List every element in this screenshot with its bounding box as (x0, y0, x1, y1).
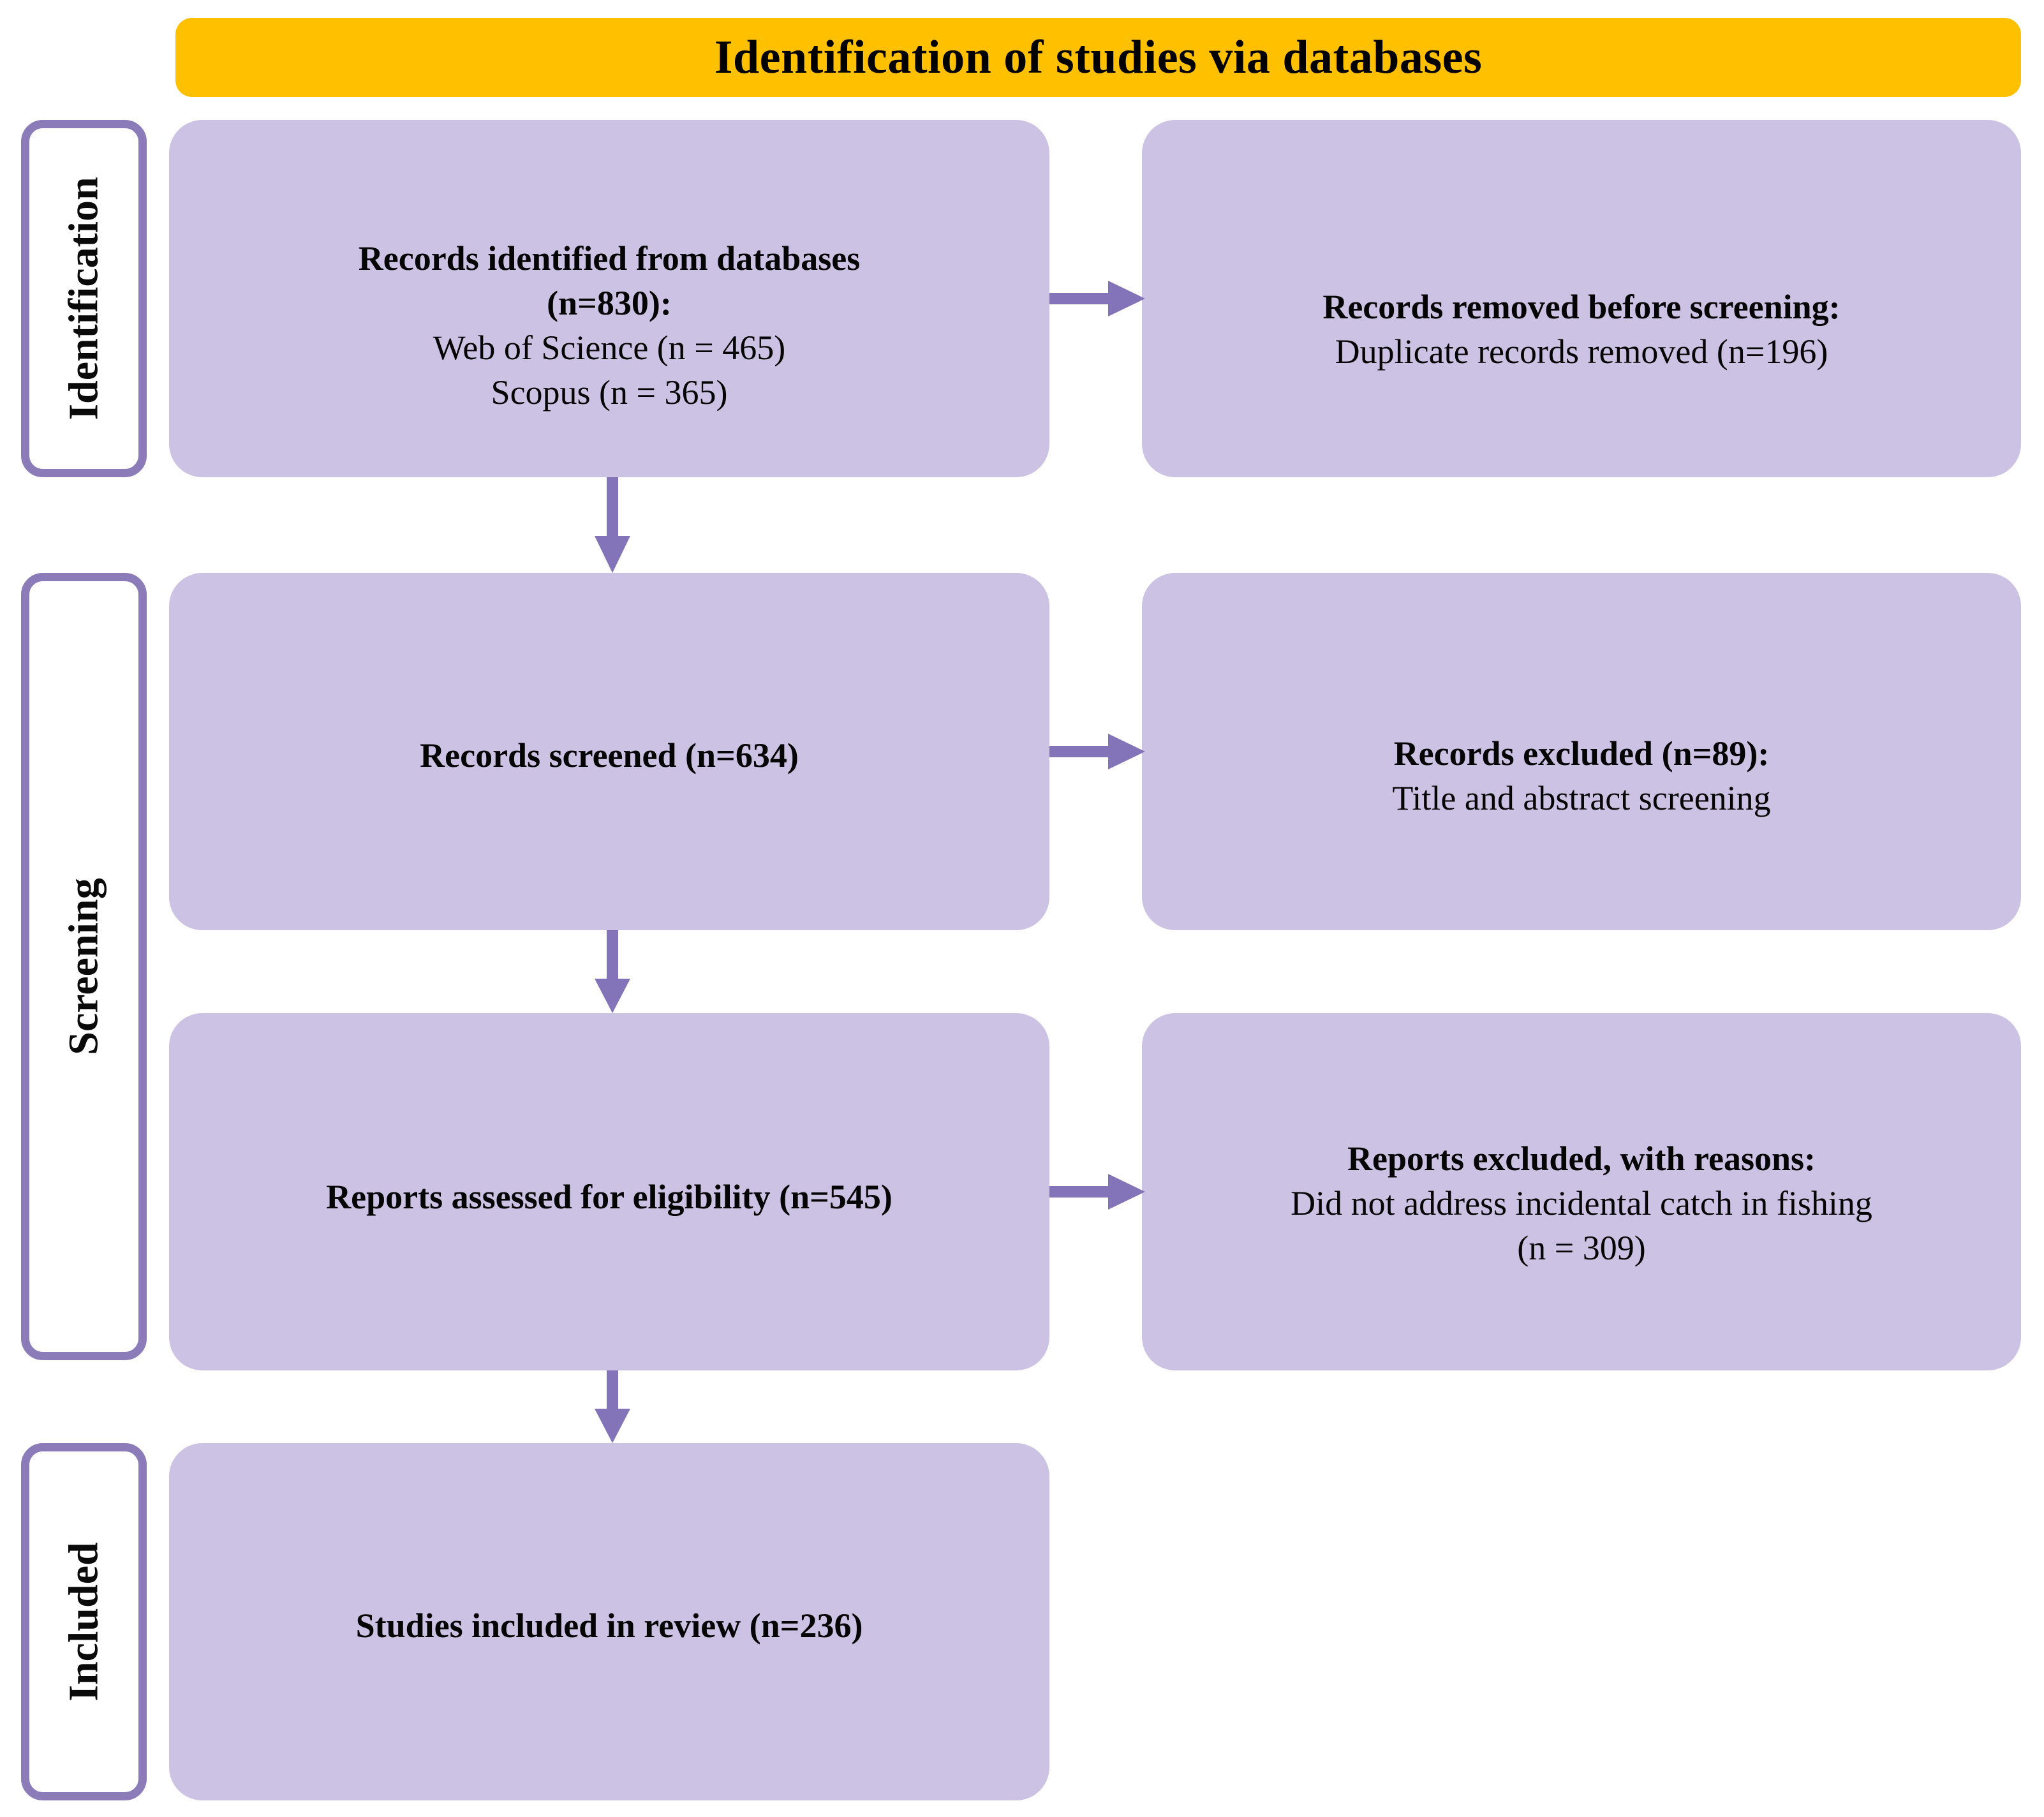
box-records-excluded-line1: Records excluded (n=89): (1393, 734, 1770, 773)
diagram-title: Identification of studies via databases (714, 31, 1483, 84)
box-studies-included: Studies included in review (n=236) (169, 1443, 1049, 1800)
arrow-eligibility-to-included (595, 1370, 630, 1443)
stage-label-screening: Screening (21, 573, 147, 1360)
box-records-excluded: Records excluded (n=89): Title and abstr… (1142, 573, 2021, 930)
arrow-screened-to-eligibility (595, 930, 630, 1013)
diagram-header-banner: Identification of studies via databases (175, 18, 2021, 97)
stage-label-screening-text: Screening (60, 878, 107, 1055)
box-records-screened-line1: Records screened (n=634) (420, 736, 799, 775)
arrow-eligibility-to-reports-excluded (1049, 1174, 1145, 1210)
box-reports-excluded-line1: Reports excluded, with reasons: (1347, 1139, 1816, 1178)
box-reports-excluded-line2: Did not address incidental catch in fish… (1291, 1183, 1872, 1222)
box-records-identified-line1: Records identified from databases (358, 239, 861, 278)
arrow-identified-to-removed (1049, 281, 1145, 316)
box-records-removed-line1: Records removed before screening: (1322, 287, 1840, 326)
arrow-screened-to-excluded (1049, 734, 1145, 769)
box-records-removed-line2: Duplicate records removed (n=196) (1335, 332, 1828, 371)
box-records-removed: Records removed before screening: Duplic… (1142, 120, 2021, 477)
box-records-screened: Records screened (n=634) (169, 573, 1049, 930)
box-records-identified-line3: Web of Science (n = 465) (433, 329, 786, 367)
box-reports-assessed-eligibility-line1: Reports assessed for eligibility (n=545) (326, 1177, 892, 1216)
box-records-excluded-line2: Title and abstract screening (1392, 779, 1771, 817)
box-records-identified-line4: Scopus (n = 365) (491, 373, 728, 412)
box-studies-included-line1: Studies included in review (n=236) (355, 1606, 863, 1645)
box-reports-excluded-line3: (n = 309) (1517, 1229, 1646, 1268)
box-reports-excluded: Reports excluded, with reasons: Did not … (1142, 1013, 2021, 1370)
box-records-identified: Records identified from databases (n=830… (169, 120, 1049, 477)
stage-label-identification-text: Identification (60, 177, 107, 420)
stage-label-identification: Identification (21, 120, 147, 477)
box-reports-assessed-eligibility: Reports assessed for eligibility (n=545) (169, 1013, 1049, 1370)
stage-label-included-text: Included (60, 1542, 107, 1702)
stage-label-included: Included (21, 1443, 147, 1800)
arrow-identified-to-screened (595, 477, 630, 573)
box-records-identified-line2: (n=830): (547, 283, 672, 322)
